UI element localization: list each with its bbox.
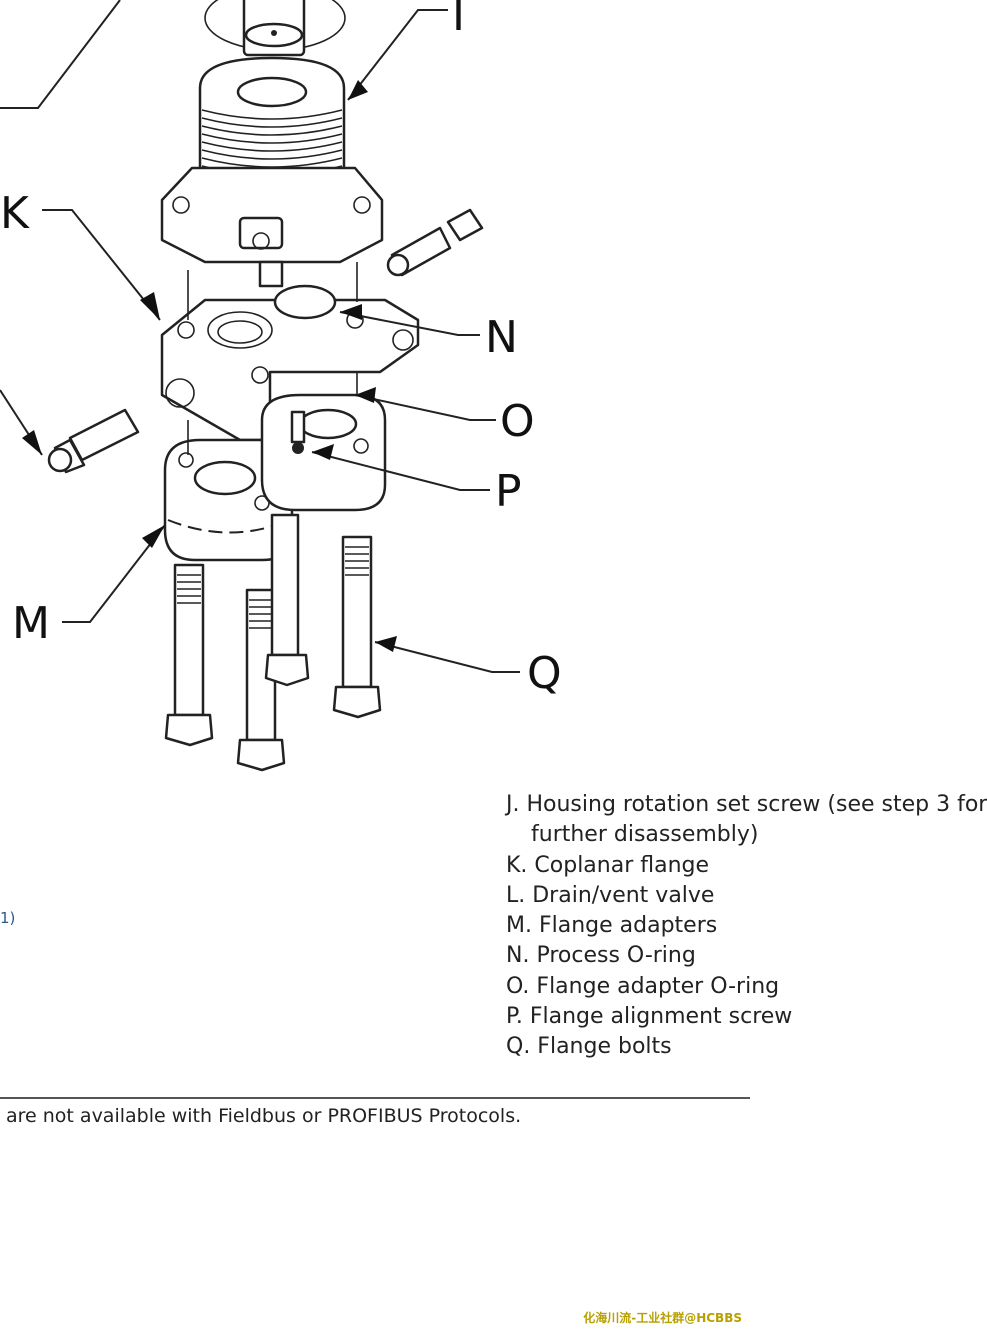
flange-adapters xyxy=(163,393,387,562)
callout-M: M xyxy=(12,598,50,649)
callout-Q: Q xyxy=(527,648,562,699)
legend-item-j: J. Housing rotation set screw (see step … xyxy=(506,792,987,817)
footnote-reference: 1) xyxy=(0,909,16,927)
legend-item-o: O. Flange adapter O-ring xyxy=(506,973,780,999)
footnote-text: are not available with Fieldbus or PROFI… xyxy=(6,1105,522,1127)
legend-item-k: K. Coplanar flange xyxy=(506,852,710,878)
flange-bolts xyxy=(164,513,382,772)
callout-K: K xyxy=(0,188,30,239)
divider xyxy=(0,1097,750,1099)
callout-I: I xyxy=(452,0,465,41)
module-base xyxy=(160,166,384,288)
callout-O: O xyxy=(500,396,535,447)
legend-item-l: L. Drain/vent valve xyxy=(506,882,715,908)
exploded-assembly-diagram: I K N O P M Q xyxy=(0,0,562,772)
callout-P: P xyxy=(495,466,522,517)
drain-vent-valve-right xyxy=(386,208,484,277)
legend-item-q: Q. Flange bolts xyxy=(506,1034,672,1060)
housing-top xyxy=(204,0,346,57)
legend-item-p: P. Flange alignment screw xyxy=(506,1004,793,1030)
leader-lines xyxy=(0,0,520,673)
watermark: 化海川流-工业社群@HCBBS xyxy=(583,1311,742,1325)
legend-item-j-cont: further disassembly) xyxy=(531,822,759,848)
drain-vent-valve-left xyxy=(47,408,140,474)
legend-item-m: M. Flange adapters xyxy=(506,913,718,939)
parts-legend: J. Housing rotation set screw (see step … xyxy=(506,790,987,1063)
callout-N: N xyxy=(485,312,518,363)
legend-item-n: N. Process O-ring xyxy=(506,943,696,969)
